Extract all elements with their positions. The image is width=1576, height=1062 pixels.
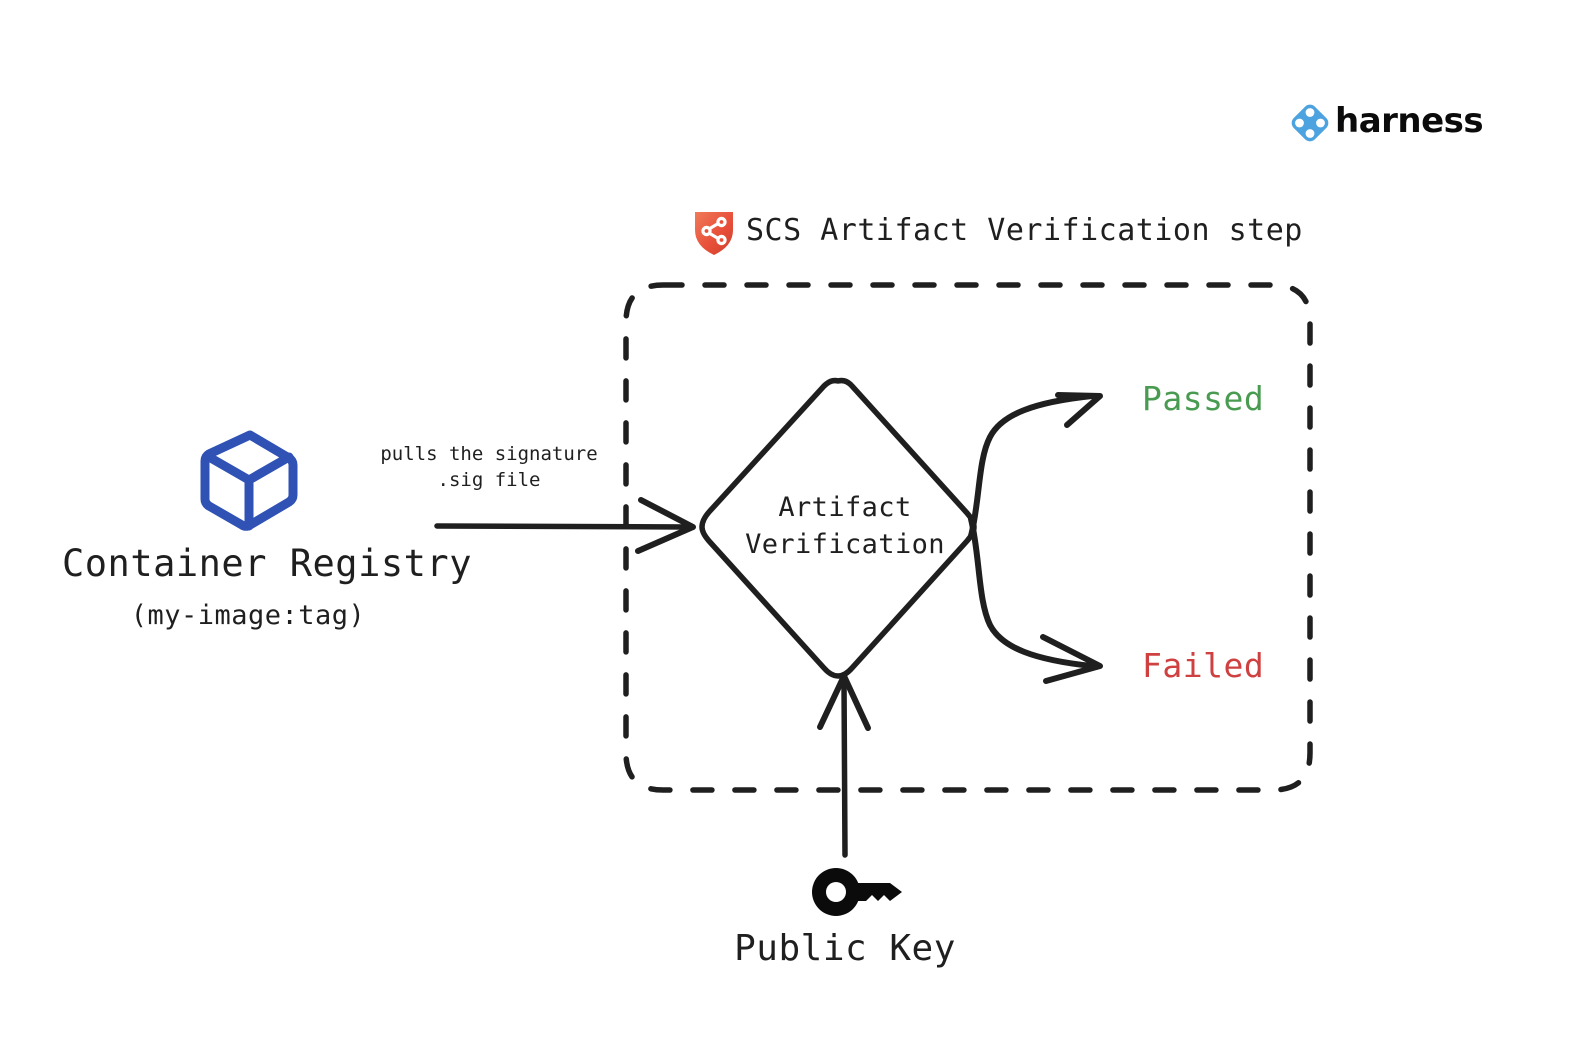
outcome-failed-label: Failed [1142, 646, 1265, 685]
harness-logo: harness [1291, 101, 1484, 141]
pull-signature-label: pulls the signature .sig file [372, 441, 606, 493]
step-title: SCS Artifact Verification step [690, 208, 1303, 254]
key-icon [812, 868, 902, 916]
pull-signature-label-line1: pulls the signature [380, 443, 598, 465]
container-registry-title: Container Registry [62, 542, 472, 585]
artifact-verification-label-line2: Verification [745, 529, 945, 560]
pull-signature-label-line2: .sig file [437, 469, 541, 491]
harness-wordmark: harness [1335, 101, 1484, 141]
step-title-label: SCS Artifact Verification step [746, 213, 1303, 248]
failed-branch-arrow [968, 516, 1103, 684]
pull-signature-arrow [434, 497, 696, 554]
container-box-icon [200, 430, 298, 531]
container-registry-subtitle: (my-image:tag) [130, 600, 366, 631]
public-key-label: Public Key [734, 928, 956, 969]
outcome-passed-label: Passed [1142, 379, 1265, 418]
artifact-verification-label-line1: Artifact [778, 492, 912, 523]
passed-branch-arrow [968, 392, 1103, 539]
public-key-arrow [817, 673, 871, 858]
